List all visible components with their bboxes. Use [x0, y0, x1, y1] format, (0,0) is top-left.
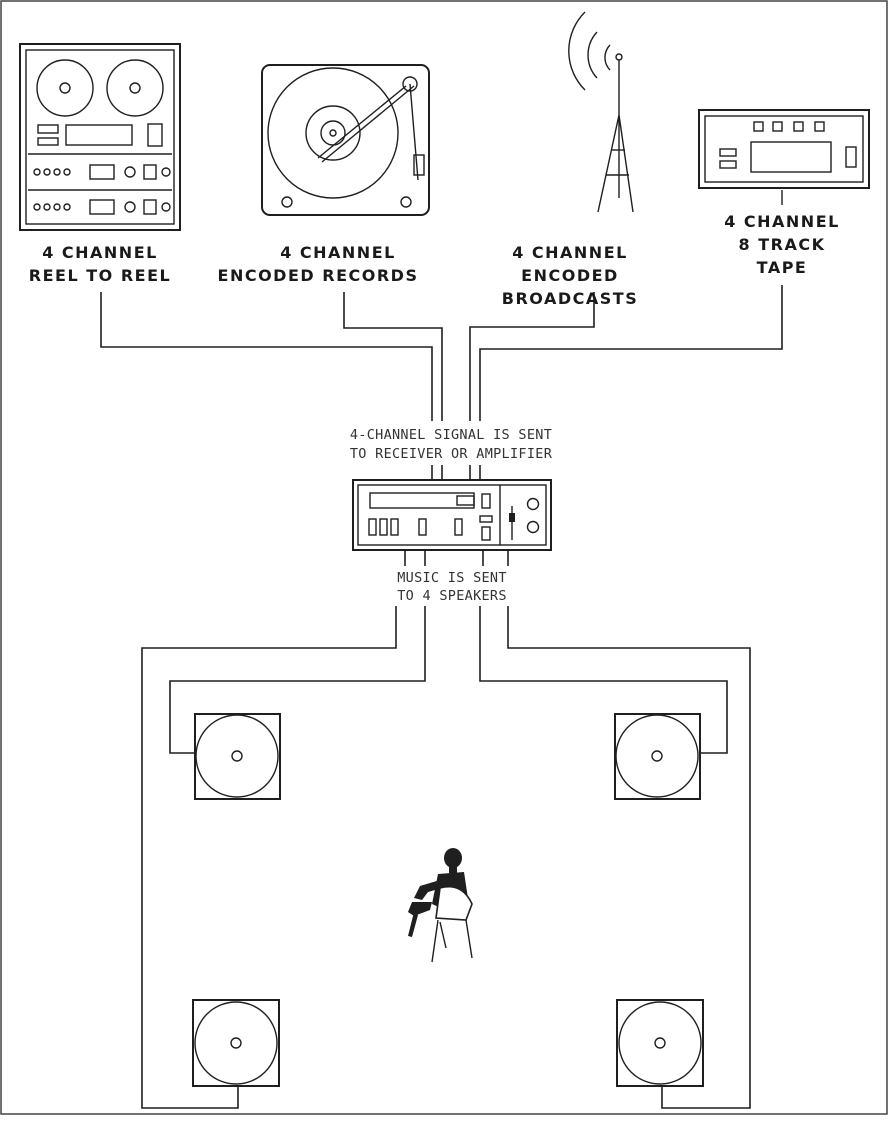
broadcasts-label-line1: 4 CHANNEL	[512, 243, 628, 262]
reel-label-line1: 4 CHANNEL	[42, 243, 158, 262]
wire-stubs	[405, 550, 508, 566]
records-label-line2: ENCODED RECORDS	[218, 266, 419, 285]
eight-track-label-line3: TAPE	[757, 258, 808, 277]
turntable-icon	[262, 65, 429, 215]
listener-in-chair-icon	[408, 848, 472, 962]
records-label-line1: 4 CHANNEL	[280, 243, 396, 262]
speaker-rear-left	[193, 1000, 279, 1086]
antenna-tower-icon	[569, 12, 633, 212]
tape-recorder-icon	[20, 44, 180, 230]
receiver-caption-line1: 4-CHANNEL SIGNAL IS SENT	[350, 427, 552, 443]
label-reel-to-reel: 4 CHANNEL REEL TO REEL	[29, 243, 171, 285]
eight-track-label-line2: 8 TRACK	[739, 235, 826, 254]
receiver-caption-line2: TO RECEIVER OR AMPLIFIER	[350, 446, 553, 462]
eight-track-player-icon	[699, 110, 869, 205]
receiver-icon	[353, 480, 551, 550]
speakers-caption: MUSIC IS SENT TO 4 SPEAKERS	[397, 570, 507, 604]
eight-track-label-line1: 4 CHANNEL	[724, 212, 840, 231]
label-records: 4 CHANNEL ENCODED RECORDS	[218, 243, 419, 285]
broadcasts-label-line2: ENCODED	[521, 266, 619, 285]
speakers-caption-line2: TO 4 SPEAKERS	[397, 588, 507, 604]
speakers-caption-line1: MUSIC IS SENT	[397, 570, 507, 586]
speaker-rear-right	[617, 1000, 703, 1086]
reel-label-line2: REEL TO REEL	[29, 266, 171, 285]
label-eight-track: 4 CHANNEL 8 TRACK TAPE	[724, 212, 840, 277]
broadcasts-label-line3: BROADCASTS	[502, 289, 638, 308]
speaker-front-right	[615, 714, 700, 799]
receiver-input-stubs	[432, 465, 480, 480]
speaker-front-left	[195, 714, 280, 799]
label-broadcasts: 4 CHANNEL ENCODED BROADCASTS	[502, 243, 638, 308]
